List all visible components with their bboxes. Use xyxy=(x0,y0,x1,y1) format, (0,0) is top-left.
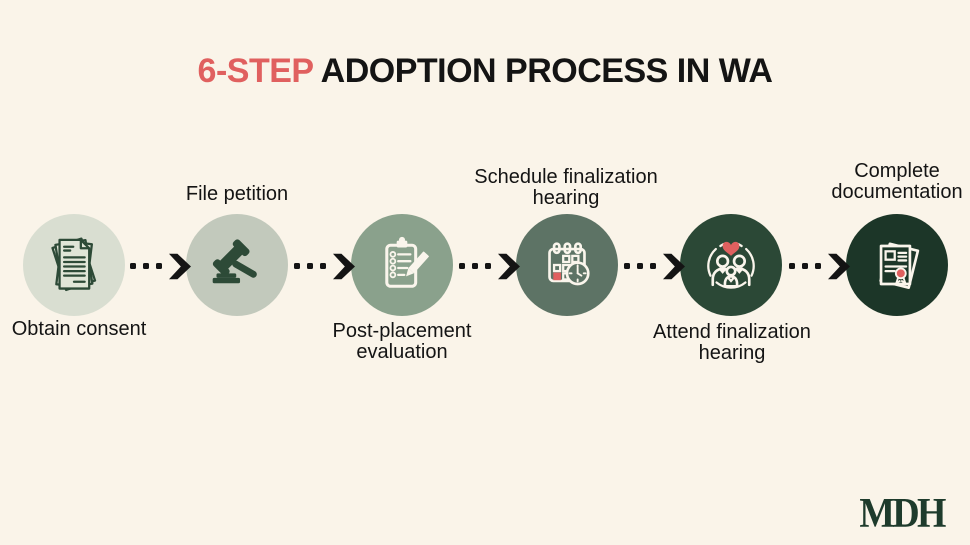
arrow-dot xyxy=(485,263,491,269)
paper-stack-icon xyxy=(51,237,97,292)
arrow-dot xyxy=(637,263,643,269)
gavel-icon xyxy=(212,239,257,284)
calendar-highlight-square xyxy=(553,272,561,281)
pencil-glyph xyxy=(406,251,429,277)
arrow-step1-to-step2 xyxy=(130,252,191,280)
arrow-step5-to-step6 xyxy=(789,252,850,280)
title-highlight: 6-STEP xyxy=(197,52,314,90)
certificate-icon xyxy=(879,242,920,290)
step-circle-post-placement-evaluation xyxy=(351,214,453,316)
step-label-attend-finalization-hearing: Attend finalization hearing xyxy=(653,321,811,364)
arrow-dot xyxy=(294,263,300,269)
seal-glyph xyxy=(894,267,907,280)
calendar-clock-icon xyxy=(548,242,590,286)
arrowhead-icon xyxy=(498,253,520,279)
step-circle-file-petition xyxy=(186,214,288,316)
arrowhead-icon xyxy=(663,253,685,279)
page-title: 6-STEP ADOPTION PROCESS IN WA xyxy=(0,52,970,91)
arrow-dot xyxy=(624,263,630,269)
arrowhead-icon xyxy=(169,253,191,279)
arrow-step2-to-step3 xyxy=(294,252,355,280)
step-label-complete-documentation: Complete documentation xyxy=(831,160,963,203)
arrow-dot xyxy=(815,263,821,269)
step-label-schedule-finalization-hearing: Schedule finalization hearing xyxy=(474,166,658,209)
family-heart-icon xyxy=(707,241,755,289)
arrow-dot xyxy=(459,263,465,269)
arrowhead-icon xyxy=(333,253,355,279)
step-circle-complete-documentation xyxy=(846,214,948,316)
arrow-dot xyxy=(472,263,478,269)
step-label-file-petition: File petition xyxy=(185,183,289,205)
clipboard-checklist-icon xyxy=(385,236,429,288)
arrow-dot xyxy=(143,263,149,269)
arrow-dot xyxy=(789,263,795,269)
arrow-dot xyxy=(802,263,808,269)
step-label-post-placement-evaluation: Post-placement evaluation xyxy=(332,320,472,363)
arrowhead-icon xyxy=(828,253,850,279)
arrow-dot xyxy=(130,263,136,269)
title-rest: ADOPTION PROCESS IN WA xyxy=(320,52,773,90)
step-circle-attend-finalization-hearing xyxy=(680,214,782,316)
arrow-step4-to-step5 xyxy=(624,252,685,280)
arrow-dot xyxy=(156,263,162,269)
arrow-step3-to-step4 xyxy=(459,252,520,280)
arrow-dot xyxy=(307,263,313,269)
brand-logo-mdh: MDH xyxy=(859,491,947,537)
arrow-dot xyxy=(320,263,326,269)
heart-glyph xyxy=(722,241,740,256)
step-label-obtain-consent: Obtain consent xyxy=(11,318,147,340)
step-circle-schedule-finalization-hearing xyxy=(516,214,618,316)
step-circle-obtain-consent xyxy=(23,214,125,316)
arrow-dot xyxy=(650,263,656,269)
